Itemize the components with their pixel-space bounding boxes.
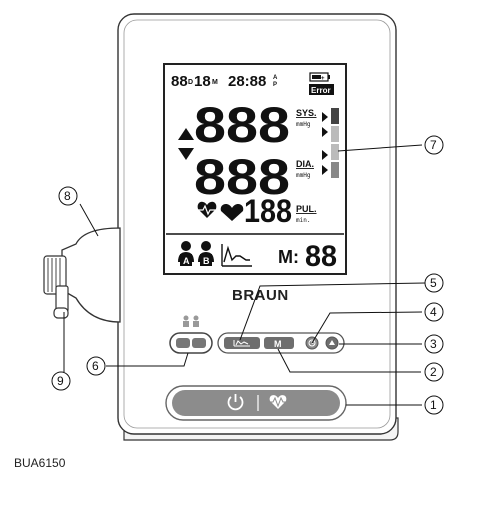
pulse-value: 188 bbox=[244, 193, 292, 229]
callout-8: 8 bbox=[58, 186, 78, 206]
callout-9-label: 9 bbox=[57, 374, 64, 388]
user-a-label: A bbox=[183, 256, 190, 266]
tube-tip bbox=[53, 307, 69, 319]
memory-value: 88 bbox=[305, 240, 337, 273]
body-inner-edge bbox=[123, 19, 391, 429]
memory-prefix: M: bbox=[278, 247, 299, 267]
sys-unit: mmHg bbox=[296, 121, 311, 128]
callout-2-label: 2 bbox=[430, 365, 437, 379]
pul-label: PUL. bbox=[296, 204, 317, 214]
start-stop-button[interactable] bbox=[172, 390, 340, 416]
pul-unit: min. bbox=[296, 217, 310, 224]
battery-icon: + bbox=[309, 72, 330, 82]
callout-9: 9 bbox=[51, 371, 71, 391]
dia-label: DIA. bbox=[296, 159, 314, 169]
dia-value: 888 bbox=[194, 149, 290, 205]
arrow-up-icon bbox=[178, 128, 194, 140]
callout-7: 7 bbox=[424, 135, 444, 155]
power-icon bbox=[227, 394, 244, 411]
svg-text:+: + bbox=[321, 76, 325, 82]
error-badge bbox=[309, 84, 334, 95]
callout-3: 3 bbox=[424, 334, 444, 354]
callout-2: 2 bbox=[424, 362, 444, 382]
cuff-connector bbox=[61, 227, 121, 323]
heart-icon bbox=[220, 204, 244, 221]
user-select-inner-left bbox=[176, 338, 190, 348]
date-m-marker: M bbox=[212, 79, 218, 86]
model-label: BUA6150 bbox=[14, 456, 66, 470]
callout-5-label: 5 bbox=[430, 276, 437, 290]
callout-5: 5 bbox=[424, 273, 444, 293]
pulse-heart-icon bbox=[269, 395, 287, 409]
average-graph-icon bbox=[221, 244, 252, 267]
user-b-icon bbox=[198, 241, 214, 266]
callout-1-label: 1 bbox=[430, 398, 437, 412]
average-button-icon bbox=[233, 340, 250, 347]
callout-4: 4 bbox=[424, 302, 444, 322]
callout-6-label: 6 bbox=[92, 359, 99, 373]
am-marker: A bbox=[273, 75, 278, 81]
callout-3-label: 3 bbox=[430, 337, 437, 351]
irregular-heartbeat-icon bbox=[197, 201, 217, 218]
sys-value: 888 bbox=[194, 97, 290, 153]
user-select-small-icon bbox=[183, 315, 199, 327]
pulse-heart-wave bbox=[268, 396, 288, 408]
classification-bar bbox=[331, 108, 339, 178]
lcd-screen bbox=[163, 63, 347, 275]
range-pointer-icons bbox=[322, 112, 328, 175]
callout-8-label: 8 bbox=[64, 189, 71, 203]
user-a-icon bbox=[178, 241, 194, 266]
callout-7-label: 7 bbox=[430, 138, 437, 152]
arrow-down-icon bbox=[178, 148, 194, 160]
date-d-marker: D bbox=[188, 79, 193, 86]
user-b-label: B bbox=[203, 256, 210, 266]
dia-unit: mmHg bbox=[296, 172, 311, 179]
sys-label: SYS. bbox=[296, 108, 317, 118]
user-select-inner-right bbox=[192, 338, 206, 348]
callout-6: 6 bbox=[86, 356, 106, 376]
date-digits-2: 18 bbox=[194, 73, 211, 90]
memory-button-label: M bbox=[274, 339, 282, 349]
pm-marker: P bbox=[273, 82, 277, 88]
memory-button[interactable] bbox=[264, 337, 294, 349]
callout-4-label: 4 bbox=[430, 305, 437, 319]
date-digits: 88 bbox=[171, 73, 188, 90]
error-label: Error bbox=[311, 86, 331, 95]
callout-1: 1 bbox=[424, 395, 444, 415]
time-digits: 28:88 bbox=[228, 73, 266, 90]
brand-logo: BRAUN bbox=[232, 287, 289, 304]
callout-leaders bbox=[63, 144, 426, 406]
up-arrow-button-icon bbox=[329, 340, 335, 345]
